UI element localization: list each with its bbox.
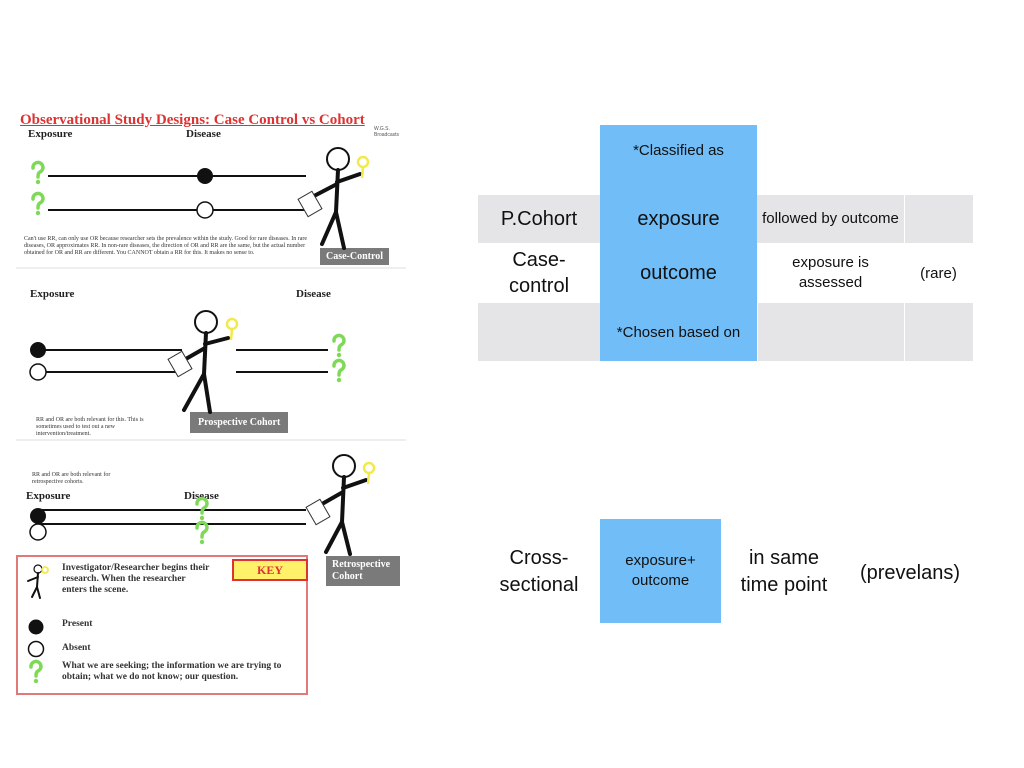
- cross-sectional-key-cell: exposure+ outcome: [600, 519, 721, 623]
- question-mark-icon: [29, 659, 43, 685]
- clipboard-icon: [297, 190, 323, 218]
- cell-divider: [757, 303, 758, 361]
- key-tag: KEY: [232, 559, 308, 581]
- question-mark-icon: [332, 333, 346, 359]
- clipboard-icon: [167, 350, 193, 378]
- cross-sectional-extra-label: (prevelans): [859, 561, 961, 584]
- cc-exposure-label: Exposure: [28, 128, 73, 140]
- row-detail-cell: exposure is assessed: [757, 243, 904, 303]
- cc-note: Can't use RR, can only use OR because re…: [24, 236, 308, 256]
- row-design-label: Case-control: [508, 249, 570, 297]
- question-mark-icon: [31, 191, 45, 217]
- chosen-based-on-label: *Chosen based on: [616, 323, 741, 341]
- magnifier-icon: [356, 155, 370, 179]
- classified-as-label: *Classified as: [633, 141, 724, 159]
- stick-figure-icon: [182, 310, 230, 414]
- rc-tag: Retrospective Cohort: [326, 556, 400, 586]
- cc-disease-label: Disease: [186, 128, 221, 140]
- filled-dot-icon: [28, 619, 44, 635]
- figure-credit: W.G.S. Broadcasts: [374, 126, 400, 138]
- filled-dot-icon: [197, 168, 213, 184]
- empty-dot-icon: [196, 201, 214, 219]
- pc-tag: Prospective Cohort: [190, 412, 289, 433]
- row-design-label: P.Cohort: [500, 207, 578, 230]
- key-absent: Absent: [62, 643, 91, 653]
- row-key-cell: exposure: [600, 175, 757, 243]
- stick-figure-icon: [27, 564, 43, 599]
- question-mark-icon: [332, 358, 346, 384]
- cross-sectional-label: Cross-sectional: [499, 547, 579, 596]
- pc-note: RR and OR are both relevant for this. Th…: [36, 417, 144, 437]
- figure-drawing: [16, 147, 406, 556]
- cross-sectional-extra: (prevelans): [848, 555, 972, 591]
- cross-sectional-detail: in same time point: [728, 540, 840, 604]
- blue-header-cell: *Classified as: [600, 125, 757, 175]
- pc-disease-label: Disease: [296, 288, 331, 300]
- cell-divider: [904, 195, 905, 243]
- key-icons: [27, 564, 49, 685]
- key-investigator: Investigator/Researcher begins their res…: [62, 563, 210, 595]
- blue-footer-cell: *Chosen based on: [600, 303, 757, 361]
- cross-sectional-key-label: exposure+ outcome: [625, 552, 696, 589]
- filled-dot-icon: [30, 342, 46, 358]
- magnifier-icon: [362, 461, 376, 485]
- figure-title: Observational Study Designs: Case Contro…: [20, 112, 365, 128]
- rc-note: RR and OR are both relevant for retrospe…: [32, 472, 111, 485]
- stick-figure-icon: [312, 147, 362, 250]
- cc-tag: Case-Control: [320, 248, 390, 265]
- cell-divider: [904, 303, 905, 361]
- row-detail-label: exposure is assessed: [792, 254, 869, 291]
- row-key-label: exposure: [637, 207, 720, 230]
- cross-sectional-detail-label: in same time point: [740, 547, 828, 596]
- filled-dot-icon: [30, 508, 46, 524]
- key-present: Present: [62, 619, 93, 629]
- row-detail-cell: followed by outcome: [757, 195, 904, 243]
- study-designs-figure: Observational Study Designs: Case Contro…: [14, 112, 410, 698]
- pc-exposure-label: Exposure: [30, 288, 75, 300]
- row-extra-cell: (rare): [904, 243, 973, 303]
- empty-dot-icon: [29, 363, 47, 381]
- key-box: KEY Investigator/Researcher begins their…: [16, 555, 308, 695]
- cross-sectional-design: Cross-sectional: [486, 540, 592, 604]
- empty-dot-icon: [29, 523, 47, 541]
- clipboard-icon: [305, 498, 331, 526]
- stick-figure-icon: [320, 454, 368, 556]
- key-question: What we are seeking; the information we …: [62, 661, 282, 682]
- magnifier-icon: [41, 566, 49, 574]
- row-extra-label: (rare): [920, 264, 957, 282]
- question-mark-icon: [195, 520, 209, 546]
- question-mark-icon: [31, 160, 45, 186]
- row-detail-label: followed by outcome: [762, 210, 899, 227]
- row-key-label: outcome: [640, 261, 717, 284]
- row-design-cell: P.Cohort: [478, 195, 600, 243]
- rc-exposure-label: Exposure: [26, 490, 71, 502]
- rc-disease-label: Disease: [184, 490, 219, 502]
- row-key-cell: outcome: [600, 243, 757, 303]
- magnifier-icon: [225, 317, 239, 341]
- empty-dot-icon: [27, 640, 45, 658]
- row-design-cell: Case-control: [478, 243, 600, 303]
